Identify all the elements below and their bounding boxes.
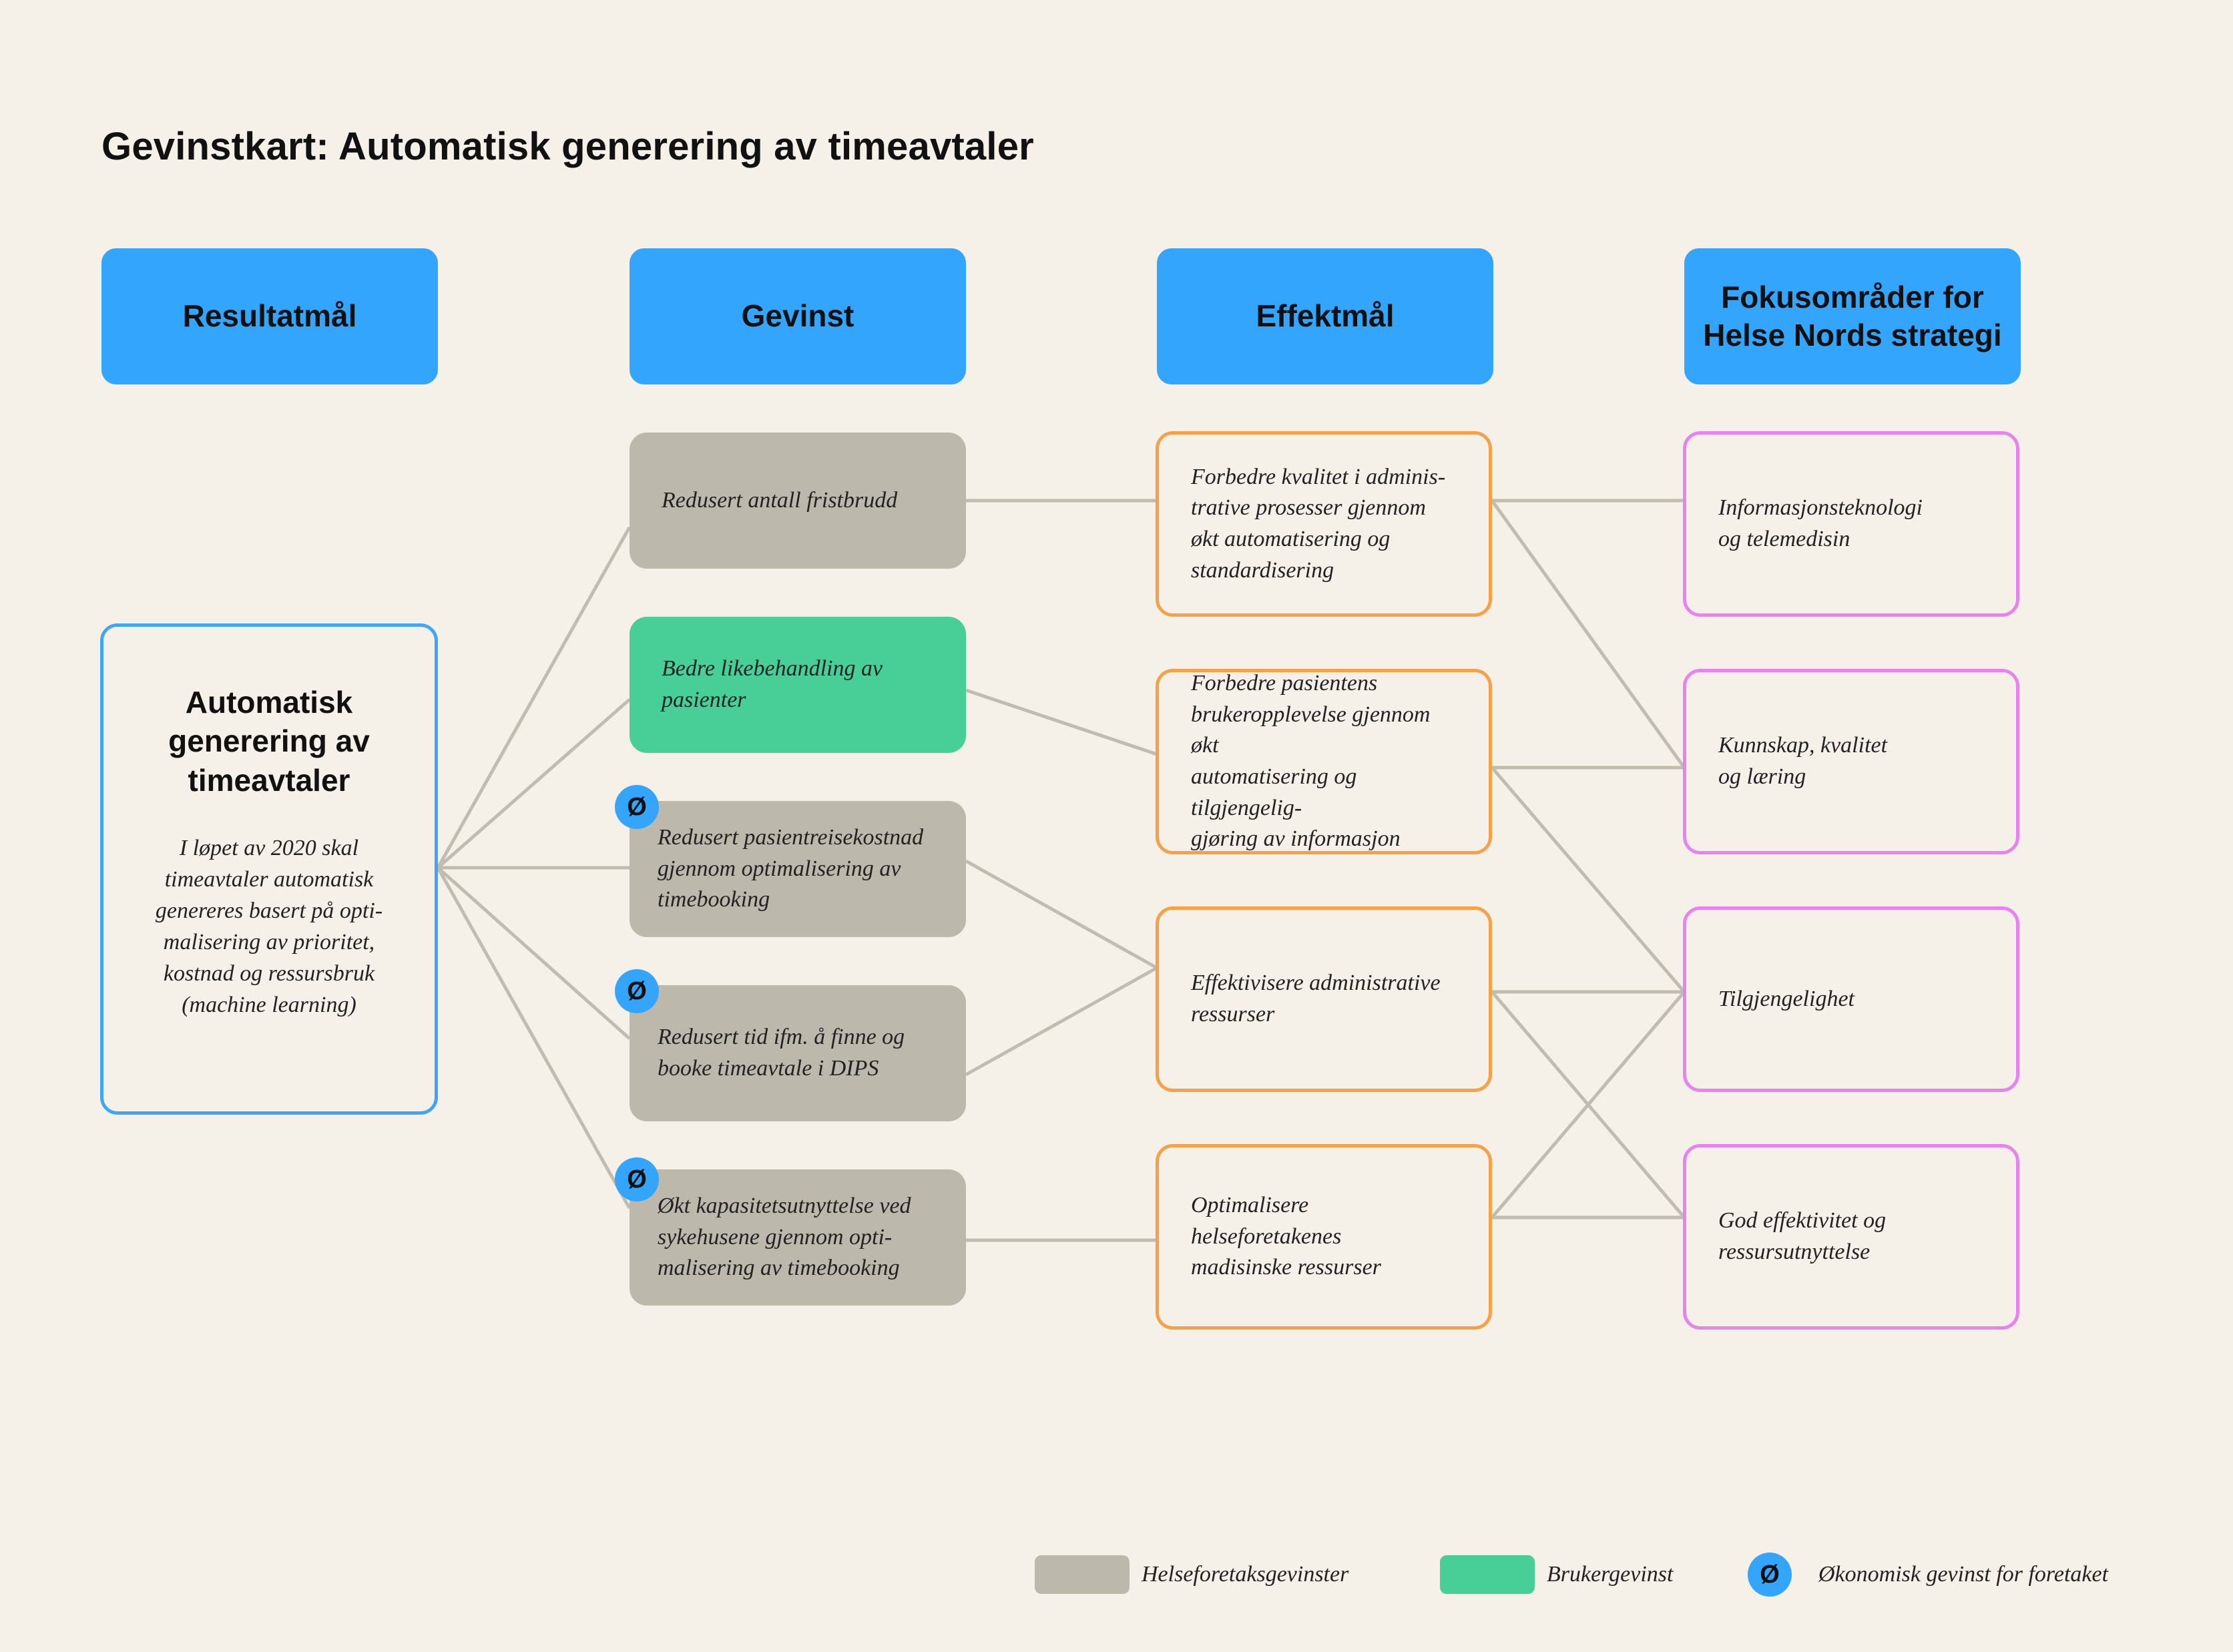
legend-swatch-bruker (1440, 1555, 1535, 1594)
connector-line (965, 688, 1158, 756)
effect-goal-box: Effektivisere administrative ressurser (1156, 906, 1492, 1092)
legend-label: Økonomisk gevinst for foretaket (1818, 1562, 2109, 1587)
connector-line (437, 866, 631, 1040)
economic-gain-icon: Ø (1748, 1553, 1792, 1597)
result-goal-description: I løpet av 2020 skal timeavtaler automat… (155, 836, 383, 1017)
connector-line (436, 866, 632, 1209)
gain-box: Bedre likebehandling av pasienter (630, 617, 966, 753)
connector-line (965, 966, 1158, 1077)
connector-line (965, 859, 1158, 970)
connector-line (1490, 499, 1686, 769)
effect-goal-box: Optimalisere helseforetakenes madisinske… (1156, 1144, 1492, 1330)
focus-area-box: God effektivitet og ressursutnyttelse (1683, 1144, 2019, 1330)
focus-area-box: Kunnskap, kvalitet og læring (1683, 669, 2019, 854)
focus-area-box: Informasjonsteknologi og telemedisin (1683, 431, 2019, 617)
legend-label: Brukergevinst (1547, 1562, 1674, 1587)
legend-swatch-helseforetak (1035, 1555, 1130, 1594)
effect-goal-box: Forbedre pasientens brukeropplevelse gje… (1156, 669, 1492, 854)
economic-gain-icon: Ø (615, 969, 659, 1013)
legend-bruker: Brukergevinst (1440, 1553, 1673, 1597)
legend-label: Helseforetaksgevinster (1142, 1562, 1349, 1587)
gain-box: Redusert pasientreisekostnad gjennom opt… (630, 801, 966, 937)
connector-line (436, 526, 632, 869)
connector-line (437, 698, 631, 869)
gain-box: Redusert antall fristbrudd (630, 433, 966, 569)
gain-box: Økt kapasitetsutnyttelse ved sykehusene … (630, 1169, 966, 1306)
economic-gain-icon: Ø (615, 785, 659, 829)
legend-helseforetak: Helseforetaksgevinster (1035, 1553, 1348, 1597)
header-fokusomrader: Fokusområder for Helse Nords strategi (1684, 248, 2021, 384)
focus-area-box: Tilgjengelighet (1683, 906, 2019, 1092)
connector-line (1491, 766, 1686, 993)
effect-goal-box: Forbedre kvalitet i adminis- trative pro… (1156, 431, 1492, 617)
result-goal-box: Automatisk generering av timeavtaler I l… (100, 623, 438, 1115)
header-effektmal: Effektmål (1157, 248, 1493, 384)
gain-box: Redusert tid ifm. å finne og booke timea… (630, 985, 966, 1121)
header-resultatmal: Resultatmål (101, 248, 438, 384)
legend-okonomisk: Ø Økonomisk gevinst for foretaket (1748, 1553, 2108, 1597)
page-title: Gevinstkart: Automatisk generering av ti… (101, 125, 1034, 168)
connector-line (1491, 991, 1686, 1219)
result-goal-title: Automatisk generering av timeavtaler (168, 685, 370, 798)
header-gevinst: Gevinst (630, 248, 966, 384)
economic-gain-icon: Ø (615, 1157, 659, 1201)
